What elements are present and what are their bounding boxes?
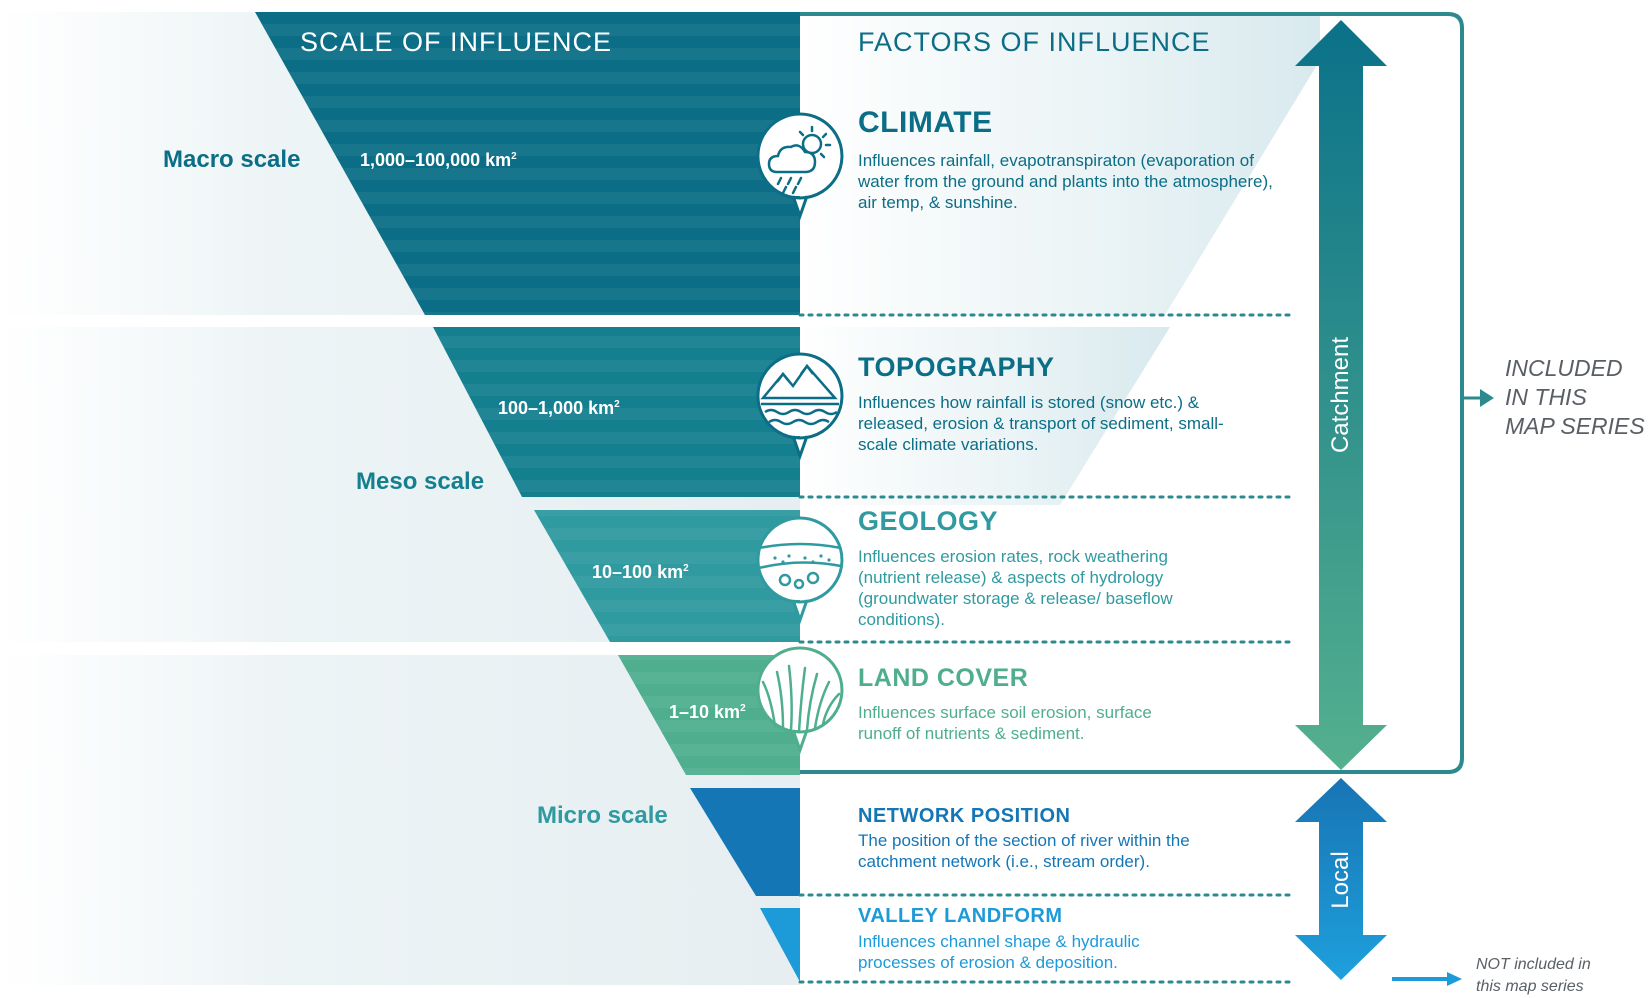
area-label-meso-large: 100–1,000 km2 — [498, 398, 620, 418]
factor-desc-land-cover: Influences surface soil erosion, surface… — [858, 703, 1152, 743]
catchment-arrow-label: Catchment — [1327, 336, 1354, 454]
micro-scale-label: Micro scale — [537, 802, 668, 829]
not-included-note-line: this map series — [1476, 978, 1584, 995]
grass-icon — [756, 646, 844, 755]
mountain-water-icon — [756, 352, 844, 461]
factor-desc-geology: Influences erosion rates, rock weatherin… — [858, 547, 1173, 629]
factor-desc-valley-landform: Influences channel shape & hydraulic pro… — [858, 932, 1140, 972]
included-note-line: IN THIS — [1505, 384, 1587, 410]
included-note: INCLUDED IN THIS MAP SERIES — [1505, 354, 1645, 441]
factors-of-influence-heading: FACTORS OF INFLUENCE — [858, 27, 1211, 57]
factor-title-geology: GEOLOGY — [858, 506, 999, 536]
scale-of-influence-heading: SCALE OF INFLUENCE — [300, 27, 613, 57]
factor-title-network-position: NETWORK POSITION — [858, 805, 1071, 827]
macro-scale-label: Macro scale — [163, 146, 301, 173]
not-included-note: NOT included in this map series — [1476, 954, 1591, 998]
rock-layers-icon — [756, 516, 844, 625]
cloud-sun-rain-icon — [756, 112, 844, 221]
area-label-micro: 1–10 km2 — [669, 702, 746, 722]
factor-title-topography: TOPOGRAPHY — [858, 352, 1055, 382]
factor-title-climate: CLIMATE — [858, 106, 993, 139]
factor-desc-topography: Influences how rainfall is stored (snow … — [858, 393, 1224, 454]
included-note-line: INCLUDED — [1505, 355, 1623, 381]
factor-desc-climate: Influences rainfall, evapotranspiraton (… — [858, 151, 1273, 212]
area-label-macro: 1,000–100,000 km2 — [360, 150, 517, 170]
factor-title-valley-landform: VALLEY LANDFORM — [858, 905, 1063, 927]
area-label-meso-small: 10–100 km2 — [592, 562, 689, 582]
meso-scale-label: Meso scale — [356, 468, 485, 495]
included-note-line: MAP SERIES — [1505, 413, 1645, 439]
factor-title-land-cover: LAND COVER — [858, 664, 1029, 692]
local-arrow-label: Local — [1327, 851, 1354, 909]
not-included-note-line: NOT included in — [1476, 956, 1591, 973]
factor-desc-network-position: The position of the section of river wit… — [858, 831, 1190, 871]
